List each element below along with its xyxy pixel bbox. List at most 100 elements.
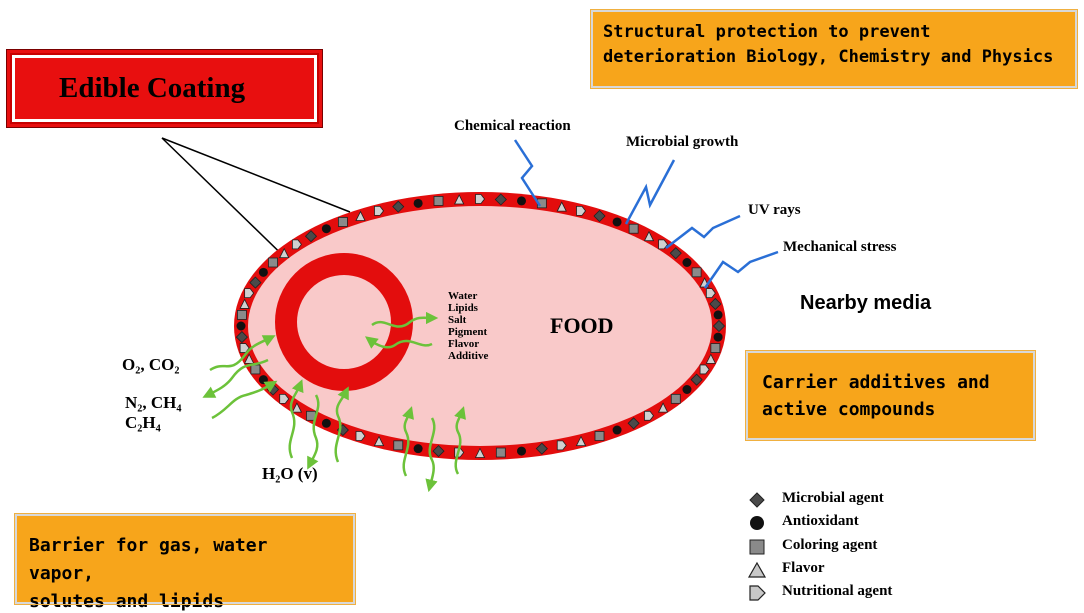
coating-triangle-symbol <box>474 447 486 458</box>
carrier-text-line-2: active compounds <box>762 399 936 420</box>
gas-label-water-vapor: H₂O (v) <box>262 464 318 483</box>
coating-pentagon-symbol <box>292 239 302 250</box>
lightning-mechanical-stress <box>703 250 779 289</box>
component-additive: Additive <box>448 350 489 362</box>
callout-line-1 <box>161 137 351 213</box>
legend-triangle-icon <box>747 561 767 578</box>
component-salt: Salt <box>448 314 467 326</box>
coating-triangle-symbol <box>556 201 567 212</box>
coating-circle-symbol <box>258 375 268 385</box>
coating-symbols <box>235 193 726 458</box>
coating-square-symbol <box>670 393 681 404</box>
nearby-media-label: Nearby media <box>800 292 932 314</box>
coating-pentagon-symbol <box>576 205 587 216</box>
coating-square-symbol <box>495 447 506 458</box>
coating-triangle-symbol <box>239 298 250 309</box>
coating-pentagon-symbol <box>644 410 655 421</box>
coating-triangle-symbol <box>243 353 255 364</box>
coating-pentagon-symbol <box>374 205 385 216</box>
coating-square-symbol <box>628 223 639 234</box>
structural-text-line-2: deterioration Biology, Chemistry and Phy… <box>603 47 1054 67</box>
coating-triangle-symbol <box>454 194 465 205</box>
coating-circle-symbol <box>682 385 692 394</box>
gas-label-o2-co2: O₂, CO₂ <box>122 355 180 374</box>
callout-line-2 <box>161 137 301 273</box>
coating-circle-symbol <box>236 321 246 331</box>
coating-circle-symbol <box>258 267 268 277</box>
coating-circle-symbol <box>517 446 527 456</box>
structural-text-line-1: Structural protection to prevent <box>603 22 931 42</box>
barrier-text-line-2: solutes and lipids <box>29 591 225 612</box>
coating-diamond-symbol <box>593 209 606 223</box>
coating-triangle-symbol <box>373 435 385 447</box>
coating-pentagon-symbol <box>279 393 290 404</box>
coating-diamond-symbol <box>235 331 248 344</box>
arrow-inner-out <box>371 311 439 328</box>
coating-square-symbol <box>268 257 278 268</box>
coating-circle-symbol <box>517 196 527 206</box>
barrier-box: Barrier for gas, water vapor, solutes an… <box>14 513 356 612</box>
coating-pentagon-symbol <box>475 194 486 204</box>
coating-diamond-symbol <box>304 230 318 243</box>
coating-circle-symbol <box>713 332 723 342</box>
legend-label-microbial-agent: Microbial agent <box>782 490 884 506</box>
title-box: Edible Coating <box>10 53 319 124</box>
coating-triangle-symbol <box>355 210 366 221</box>
coating-triangle-symbol <box>705 353 717 364</box>
coating-circle-symbol <box>612 425 622 435</box>
arrow-gas-3 <box>211 380 278 420</box>
inner-components-list: Water Lipids Salt Pigment Flavor Additiv… <box>448 290 488 362</box>
carrier-text-line-1: Carrier additives and <box>762 372 990 393</box>
threat-chemical-reaction: Chemical reaction <box>454 118 571 134</box>
coating-diamond-symbol <box>627 417 640 430</box>
coating-square-symbol <box>691 267 702 278</box>
coating-diamond-symbol <box>709 297 722 311</box>
coating-square-symbol <box>393 440 404 451</box>
inner-coating-ring <box>275 253 413 391</box>
coating-pentagon-symbol <box>556 440 567 451</box>
coating-circle-symbol <box>612 217 622 227</box>
arrow-inner-in <box>364 336 433 349</box>
carrier-box: Carrier additives and active compounds <box>745 350 1036 441</box>
coating-square-symbol <box>594 431 605 441</box>
legend-diamond-icon <box>749 492 765 508</box>
arrow-water-1 <box>288 379 304 459</box>
coating-diamond-symbol <box>690 373 703 386</box>
legend-square-icon <box>749 539 765 555</box>
legend-label-antioxidant: Antioxidant <box>782 513 859 529</box>
legend-label-flavor: Flavor <box>782 560 825 576</box>
legend-pentagon-icon <box>749 585 766 601</box>
component-lipids: Lipids <box>448 302 478 314</box>
arrow-water-3 <box>334 386 349 463</box>
legend-label-nutritional-agent: Nutritional agent <box>782 583 893 599</box>
legend-label-coloring-agent: Coloring agent <box>782 537 878 553</box>
arrow-water-4 <box>402 406 414 477</box>
coating-circle-symbol <box>413 444 423 454</box>
coating-square-symbol <box>250 364 261 375</box>
threat-mechanical-stress: Mechanical stress <box>783 239 897 255</box>
gas-label-n2-ch4: N₂, CH₄ <box>125 393 182 412</box>
gas-label-c2h4: C₂H₄ <box>125 413 161 432</box>
threat-uv-rays: UV rays <box>748 202 801 218</box>
lightning-microbial-growth <box>624 159 676 225</box>
structural-protection-box: Structural protection to prevent deterio… <box>590 9 1078 89</box>
coating-circle-symbol <box>321 418 331 428</box>
arrow-gas-2 <box>202 358 269 398</box>
coating-diamond-symbol <box>392 200 405 213</box>
coating-square-symbol <box>710 343 721 353</box>
coating-diamond-symbol <box>249 276 262 289</box>
arrow-gas-1 <box>209 335 276 372</box>
page-title: Edible Coating <box>59 72 246 104</box>
legend-circle-icon <box>750 516 764 530</box>
barrier-text-line-1: Barrier for gas, water vapor, <box>29 535 268 584</box>
component-pigment: Pigment <box>448 326 488 338</box>
coating-diamond-symbol <box>432 445 445 458</box>
food-label: FOOD <box>550 313 614 338</box>
coating-pentagon-symbol <box>699 364 710 375</box>
coating-pentagon-symbol <box>355 431 366 441</box>
coating-square-symbol <box>237 310 247 320</box>
arrow-water-2 <box>307 394 320 470</box>
arrow-water-5 <box>425 417 438 493</box>
